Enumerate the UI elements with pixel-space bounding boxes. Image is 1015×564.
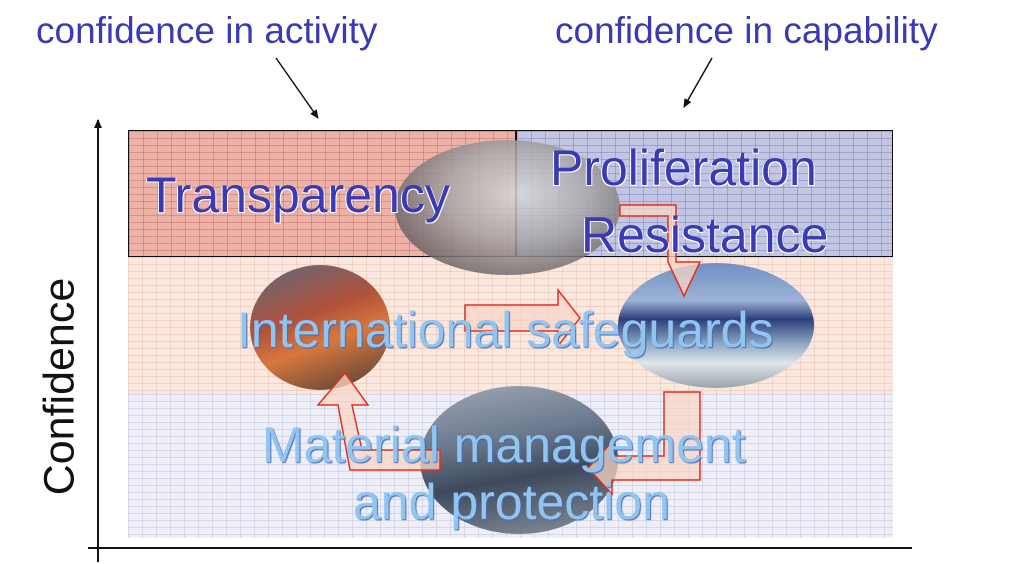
cycle-arrow-right — [464, 287, 581, 349]
confidence-in-capability-label: confidence in capability — [555, 10, 938, 51]
proliferation-label-line2: Resistance — [581, 207, 829, 263]
transparency-label: Transparency — [146, 167, 450, 223]
confidence-in-activity-label: confidence in activity — [36, 10, 378, 51]
cycle-arrow-down-right — [586, 391, 701, 496]
cycle-arrow-up-left — [316, 371, 441, 471]
cycle-arrows — [316, 204, 702, 496]
reactor-photo — [395, 140, 620, 275]
material-management-label-line2: and protection — [353, 474, 670, 530]
activity-pointer-arrow — [275, 57, 319, 119]
proliferation-label-line1: Proliferation — [550, 140, 817, 196]
international-safeguards-label: International safeguards — [237, 302, 774, 358]
plant-site-photo — [420, 386, 618, 534]
coastal-facility-photo — [618, 263, 814, 388]
capability-pointer-arrow — [683, 57, 713, 108]
material-management-label-line1: Material management — [262, 417, 746, 473]
industrial-photo — [250, 265, 390, 390]
y-axis-label: Confidence — [35, 277, 84, 496]
cycle-arrow-down-top — [619, 204, 702, 298]
